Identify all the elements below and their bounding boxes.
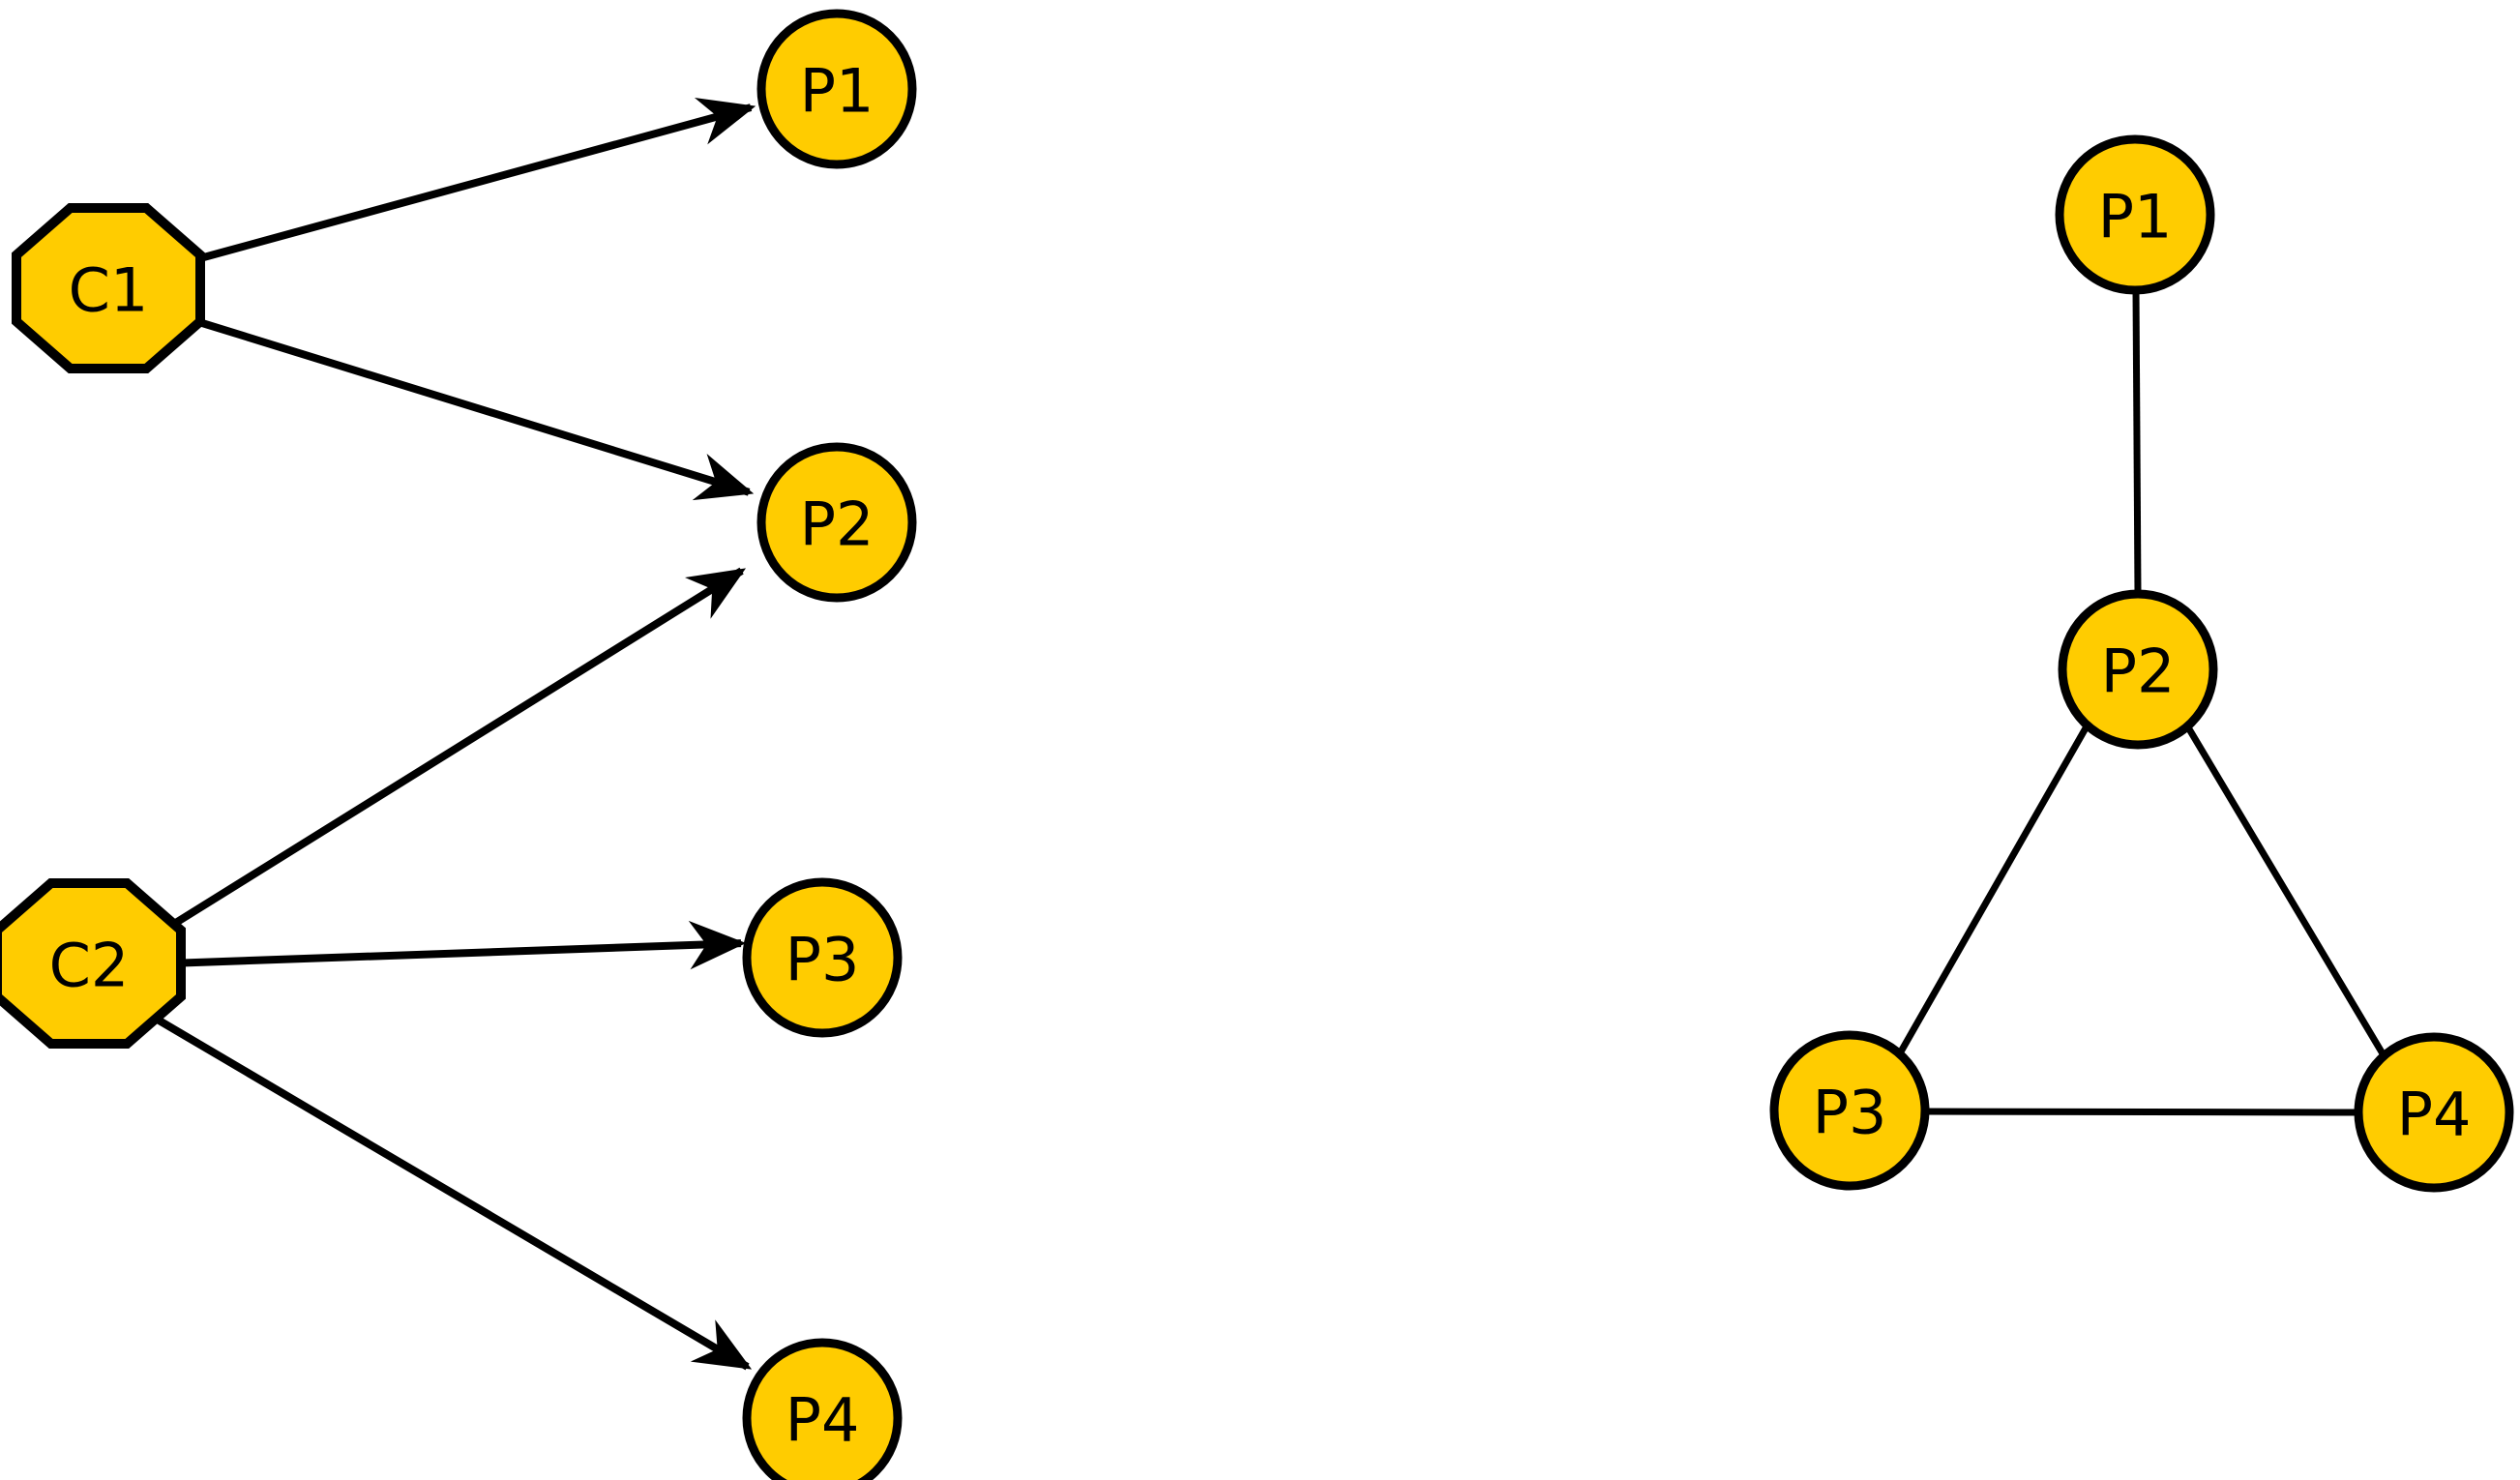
node-circle-shape[interactable]	[2058, 589, 2218, 750]
node-left-C1[interactable]: C1	[12, 203, 205, 373]
edge-line	[1896, 725, 2090, 1055]
node-octagon-shape[interactable]	[12, 203, 205, 373]
arrowhead-icon	[690, 1319, 753, 1370]
node-right-P1[interactable]: P1	[2055, 134, 2215, 295]
node-left-P1[interactable]: P1	[756, 9, 917, 169]
arrowhead-icon	[694, 97, 756, 145]
node-octagon-shape[interactable]	[0, 878, 186, 1049]
edge-right-P2-to-P3	[1896, 725, 2090, 1055]
edge-line	[167, 939, 742, 967]
node-right-P2[interactable]: P2	[2058, 589, 2218, 750]
node-circle-shape[interactable]	[756, 9, 917, 169]
node-left-P2[interactable]: P2	[756, 442, 917, 603]
edges-layer	[148, 97, 2387, 1371]
node-circle-shape[interactable]	[742, 877, 903, 1038]
edge-line	[188, 315, 751, 496]
node-right-P4[interactable]: P4	[2354, 1032, 2514, 1193]
edge-left-C1-to-P1	[188, 97, 756, 265]
edge-left-C2-to-P3	[167, 920, 747, 970]
node-circle-shape[interactable]	[756, 442, 917, 603]
edge-right-P3-to-P4	[1924, 1108, 2359, 1116]
edge-left-C2-to-P4	[148, 1012, 753, 1371]
edge-line	[2132, 289, 2142, 595]
node-circle-shape[interactable]	[2055, 134, 2215, 295]
edge-line	[163, 567, 744, 932]
edge-line	[1924, 1108, 2359, 1116]
arrowhead-icon	[692, 453, 755, 501]
edge-left-C1-to-P2	[188, 315, 755, 501]
arrowhead-icon	[688, 920, 747, 970]
arrowhead-icon	[684, 568, 747, 619]
edge-line	[148, 1012, 750, 1371]
edge-line	[188, 104, 753, 265]
edge-right-P1-to-P2	[2132, 289, 2142, 595]
node-left-P3[interactable]: P3	[742, 877, 903, 1038]
node-circle-shape[interactable]	[742, 1338, 903, 1480]
edge-line	[2184, 725, 2387, 1057]
node-right-P3[interactable]: P3	[1769, 1030, 1930, 1191]
node-circle-shape[interactable]	[2354, 1032, 2514, 1193]
edge-right-P2-to-P4	[2184, 725, 2387, 1057]
edge-left-C2-to-P2	[163, 567, 747, 932]
node-circle-shape[interactable]	[1769, 1030, 1930, 1191]
node-left-P4[interactable]: P4	[742, 1338, 903, 1480]
node-left-C2[interactable]: C2	[0, 878, 186, 1049]
